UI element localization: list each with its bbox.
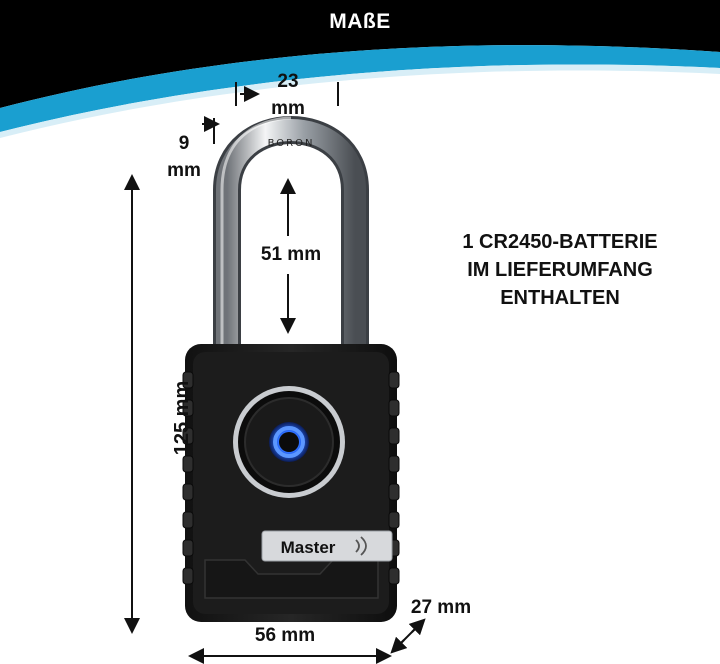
brand-plate: Master [261, 530, 393, 562]
shackle-width-label: 23 mm [271, 71, 305, 119]
shackle-clearance-label: 51 mm [246, 241, 336, 268]
header-wave-graphic [0, 0, 720, 138]
brand-label: Master [281, 538, 336, 557]
body-width-label: 56 mm [254, 625, 316, 646]
shackle-engraving: BORON [268, 138, 315, 149]
battery-note-line: 1 CR2450-BATTERIE [462, 231, 658, 253]
bluetooth-button-icon [233, 386, 345, 498]
body-depth-label: 27 mm [410, 597, 472, 618]
shackle [213, 116, 369, 350]
header-banner: MAßE [0, 0, 720, 150]
battery-note: 1 CR2450-BATTERIE IM LIEFERUMFANG ENTHAL… [420, 228, 700, 312]
battery-note-line: IM LIEFERUMFANG [467, 259, 653, 281]
page-title: MAßE [329, 10, 391, 33]
total-height-label: 125 mm [171, 380, 193, 456]
dimension-arrows [124, 82, 426, 664]
shackle-thickness-label: 9 mm [167, 133, 201, 181]
battery-note-line: ENTHALTEN [500, 287, 620, 309]
